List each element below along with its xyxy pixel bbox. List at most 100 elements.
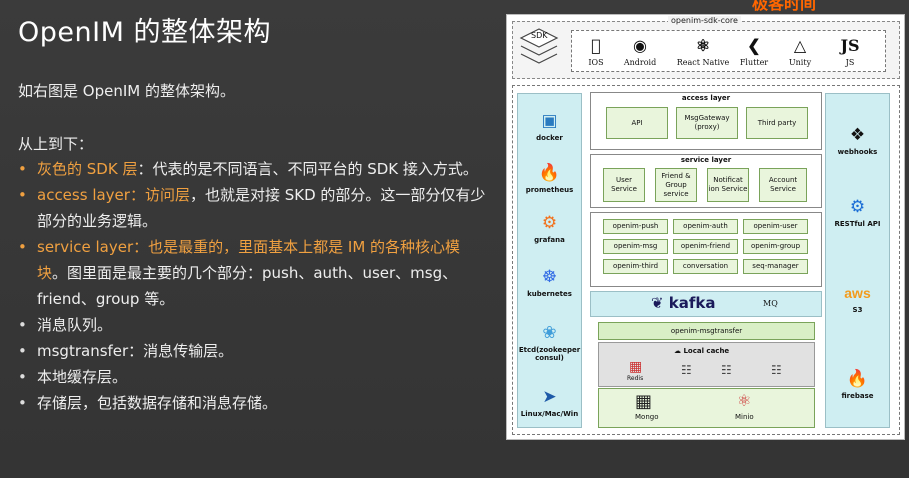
sdk-layer: openim-sdk-core SDK IOS ◉Android ⚛React…: [512, 16, 900, 79]
module-box: openim-friend: [673, 239, 738, 254]
etcd-icon: ❀: [542, 323, 557, 343]
apple-icon: : [574, 34, 618, 58]
prometheus-item: 🔥prometheus: [518, 160, 581, 194]
storage-layer: ▦ Mongo ⚛ Minio: [598, 388, 815, 428]
rocket-icon: ➤: [542, 387, 557, 407]
grafana-item: ⚙grafana: [518, 210, 581, 244]
cache-node-icon: ☷: [681, 363, 692, 377]
bullet-text: ，也就是对接 SKD 的部分。这一部分仅有少部分的业务逻辑。: [37, 186, 486, 230]
notification-service-box: Notificat ion Service: [707, 168, 749, 202]
bullet-text: 存储层，包括数据存储和消息存储。: [37, 394, 278, 412]
kubernetes-icon: ☸: [541, 267, 558, 287]
sdk-stack-icon: SDK: [519, 27, 559, 71]
flutter-icon: ❮: [747, 36, 761, 55]
local-cache-layer: ☁ Local cache ▦ Redis ☷ ☷ ☷: [598, 342, 815, 387]
corner-logo: 极客时间: [752, 0, 816, 14]
bullet-highlight: 灰色的 SDK 层: [37, 160, 138, 178]
infra-stack: ▣docker 🔥prometheus ⚙grafana ☸kubernetes…: [517, 93, 582, 428]
bullet-item: 灰色的 SDK 层：代表的是不同语言、不同平台的 SDK 接入方式。: [18, 156, 488, 182]
redis-icon: ▦: [629, 359, 643, 375]
grafana-icon: ⚙: [541, 213, 558, 233]
module-box: conversation: [673, 259, 738, 274]
platform-android: ◉Android: [618, 34, 662, 67]
bullet-text: 。图里面是最主要的几个部分：push、auth、user、msg、friend、…: [37, 264, 458, 308]
aws-icon: aws: [844, 285, 871, 301]
intro-text: 如右图是 OpenIM 的整体架构。: [18, 82, 235, 100]
corner-logo-text: 极客时间: [752, 0, 817, 13]
platform-label: Unity: [788, 58, 812, 67]
sdk-label: SDK: [531, 31, 548, 40]
webhooks-item: ❖webhooks: [826, 122, 889, 156]
msggateway-box: MsgGateway (proxy): [676, 107, 738, 139]
service-layer: service layer User Service Friend & Grou…: [590, 154, 822, 208]
api-gear-icon: ⚙: [849, 197, 866, 217]
cache-node-icon: ☷: [771, 363, 782, 377]
platform-label: Android: [623, 58, 657, 67]
kubernetes-item: ☸kubernetes: [518, 264, 581, 298]
platform-unity: △ Unity: [778, 34, 822, 67]
webhooks-icon: ❖: [849, 125, 866, 145]
platform-label: JS: [845, 58, 855, 67]
bullet-text: 本地缓存层。: [37, 368, 128, 386]
bullet-item: 消息队列。: [18, 312, 488, 338]
platform-js: JS JS: [828, 34, 872, 67]
firebase-icon: 🔥: [846, 369, 869, 389]
unity-icon: △: [793, 36, 807, 55]
prometheus-icon: 🔥: [538, 163, 561, 183]
js-icon: JS: [840, 36, 860, 55]
bullet-highlight: service layer：也是最重的，里面基本上都是 IM 的各种核心模块: [37, 238, 461, 282]
cache-node-icon: ☷: [721, 363, 732, 377]
bullet-item: 本地缓存层。: [18, 364, 488, 390]
bullet-list: 灰色的 SDK 层：代表的是不同语言、不同平台的 SDK 接入方式。 acces…: [18, 156, 488, 416]
mongo-label: Mongo: [635, 413, 659, 421]
bullet-item: access layer：访问层，也就是对接 SKD 的部分。这一部分仅有少部分…: [18, 182, 488, 234]
slide-title: OpenIM 的整体架构: [18, 17, 271, 48]
mq-label: MQ: [763, 299, 778, 308]
account-service-box: Account Service: [759, 168, 807, 202]
redis-label: Redis: [627, 375, 644, 382]
module-box: openim-msg: [603, 239, 668, 254]
third-party-box: Third party: [746, 107, 808, 139]
docker-icon: ▣: [541, 111, 558, 131]
docker-item: ▣docker: [518, 108, 581, 142]
platform-ios: IOS: [574, 34, 618, 67]
server-section: ▣docker 🔥prometheus ⚙grafana ☸kubernetes…: [512, 85, 900, 435]
bullet-text: 消息队列。: [37, 316, 113, 334]
bullet-text: ：代表的是不同语言、不同平台的 SDK 接入方式。: [137, 160, 478, 178]
architecture-diagram: openim-sdk-core SDK IOS ◉Android ⚛React…: [506, 14, 905, 440]
platform-flutter: ❮Flutter: [732, 34, 776, 67]
kafka-logo: ❦ kafka: [651, 294, 716, 312]
service-layer-title: service layer: [680, 156, 732, 164]
subheading: 从上到下：: [18, 135, 94, 153]
bullet-text: msgtransfer：消息传输层。: [37, 342, 234, 360]
bullet-item: msgtransfer：消息传输层。: [18, 338, 488, 364]
minio-icon: ⚛: [737, 391, 752, 410]
friend-group-service-box: Friend & Group service: [655, 168, 697, 202]
bullet-highlight: access layer：访问层: [37, 186, 190, 204]
module-box: seq-manager: [743, 259, 808, 274]
restful-item: ⚙RESTful API: [826, 194, 889, 228]
platform-react-native: ⚛React Native: [674, 34, 732, 67]
access-layer: access layer API MsgGateway (proxy) Thir…: [590, 92, 822, 150]
bullet-item: 存储层，包括数据存储和消息存储。: [18, 390, 488, 416]
msgtransfer-box: openim-msgtransfer: [598, 322, 815, 340]
minio-label: Minio: [735, 413, 754, 421]
access-layer-title: access layer: [681, 94, 731, 102]
module-box: openim-group: [743, 239, 808, 254]
sdk-core-label: openim-sdk-core: [668, 16, 741, 26]
user-service-box: User Service: [603, 168, 645, 202]
mongo-icon: ▦: [635, 391, 653, 412]
os-item: ➤Linux/Mac/Win: [518, 384, 581, 418]
message-queue: ❦ kafka MQ: [590, 291, 822, 317]
cache-title: ☁ Local cache: [674, 347, 730, 355]
module-box: openim-user: [743, 219, 808, 234]
platform-group: IOS ◉Android ⚛React Native ❮Flutter △ Un…: [571, 30, 886, 72]
firebase-item: 🔥firebase: [826, 366, 889, 400]
react-icon: ⚛: [695, 36, 711, 55]
api-box: API: [606, 107, 668, 139]
module-box: openim-third: [603, 259, 668, 274]
platform-label: IOS: [588, 58, 604, 67]
module-grid: openim-push openim-auth openim-user open…: [590, 212, 822, 287]
